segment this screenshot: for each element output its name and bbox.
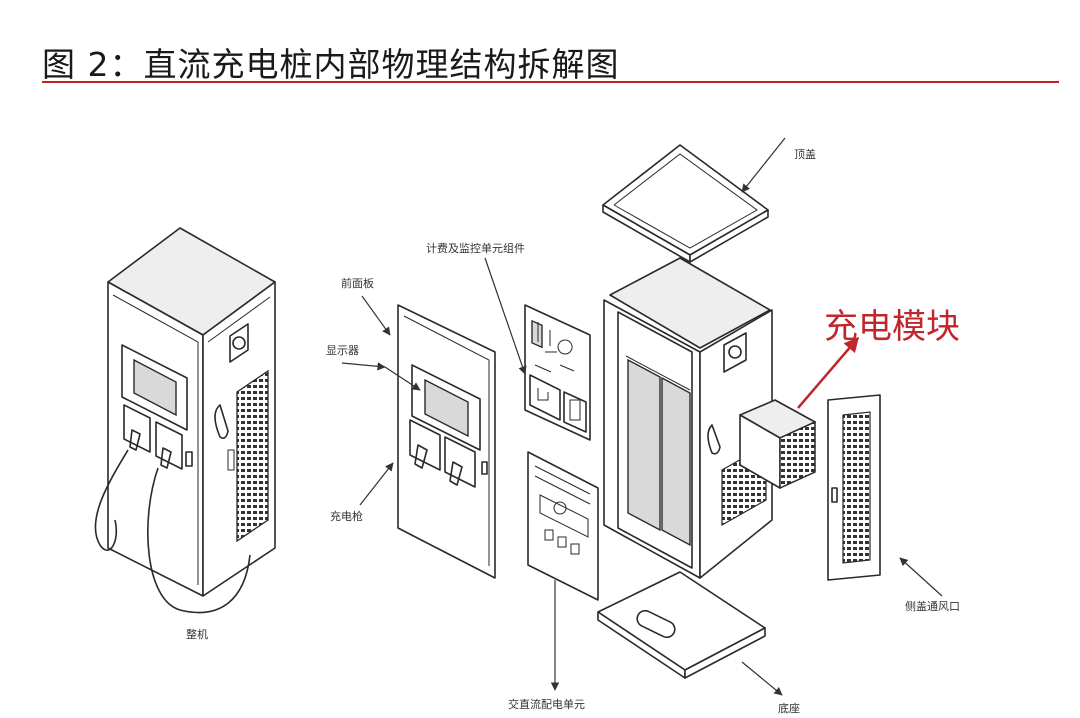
figure-title: 图 2：直流充电桩内部物理结构拆解图 <box>42 45 620 84</box>
label-front-panel: 前面板 <box>341 276 374 290</box>
assembled-unit <box>94 227 276 614</box>
label-ac-dc-unit: 交直流配电单元 <box>508 697 585 711</box>
top-cover <box>602 144 769 263</box>
leader-arrows <box>341 137 943 696</box>
control-unit-boards <box>524 304 599 601</box>
front-panel <box>397 304 496 579</box>
label-top-cover: 顶盖 <box>794 147 816 161</box>
label-base: 底座 <box>778 701 800 715</box>
label-display: 显示器 <box>326 344 359 357</box>
label-charging-module: 充电模块 <box>824 307 960 347</box>
side-vent-cover <box>827 394 881 581</box>
label-assembled: 整机 <box>186 627 208 641</box>
label-side-vent: 侧盖通风口 <box>905 599 960 613</box>
charging-module <box>739 399 816 490</box>
label-charge-gun: 充电枪 <box>330 509 363 523</box>
base <box>597 571 766 679</box>
label-control-unit: 计费及监控单元组件 <box>426 241 525 255</box>
main-cabinet <box>603 257 773 579</box>
title-divider <box>42 81 1059 83</box>
